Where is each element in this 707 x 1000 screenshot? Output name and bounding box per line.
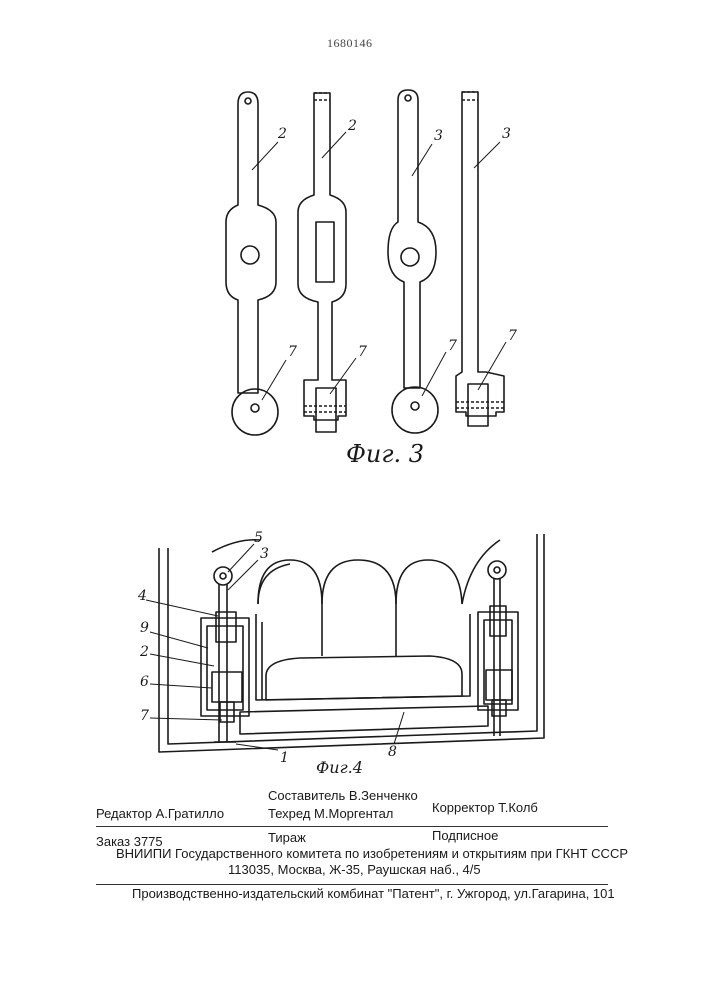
lever-2-front: [226, 92, 278, 435]
corrector: Корректор Т.Колб: [432, 800, 538, 815]
label-6: 6: [140, 674, 149, 690]
label-9: 9: [140, 620, 149, 636]
lever-3-front: [388, 90, 438, 433]
figure-4-caption: Фиг.4: [316, 758, 363, 777]
subscription: Подписное: [432, 828, 498, 843]
divider: [96, 826, 608, 827]
base-platform: [240, 706, 488, 734]
label-2: 2: [277, 126, 287, 142]
figure-4: [146, 534, 544, 752]
label-7b: 7: [358, 344, 367, 360]
label-2: 2: [139, 644, 149, 660]
left-lever-assembly: [201, 567, 249, 742]
label-7: 7: [140, 708, 149, 724]
label-7a: 7: [288, 344, 297, 360]
editor: Редактор А.Гратилло: [96, 806, 224, 821]
divider: [96, 884, 608, 885]
vniipi: ВНИИПИ Государственного комитета по изоб…: [116, 846, 628, 861]
label-7d: 7: [508, 328, 517, 344]
label-8: 8: [388, 744, 397, 760]
label-3b: 3: [502, 126, 511, 142]
address: 113035, Москва, Ж-35, Раушская наб., 4/5: [228, 862, 481, 877]
label-2b: 2: [347, 118, 357, 134]
label-1: 1: [280, 750, 289, 766]
label-3: 3: [434, 128, 443, 144]
publisher: Производственно-издательский комбинат "П…: [132, 886, 615, 901]
techred: Техред М.Моргентал: [268, 806, 393, 821]
label-7c: 7: [448, 338, 457, 354]
label-3: 3: [260, 546, 269, 562]
circulation: Тираж: [268, 830, 306, 845]
figure-3: [226, 90, 506, 435]
label-4: 4: [137, 588, 147, 604]
figure-3-caption: Фиг. 3: [346, 440, 424, 468]
label-5: 5: [254, 530, 263, 546]
fig4-leaders: [146, 544, 404, 750]
tub-walls: [159, 534, 544, 752]
lever-3-side: [456, 92, 504, 426]
compiler: Составитель В.Зенченко: [268, 788, 418, 803]
fig3-labels: 2 2 3 3 7 7 7 7: [277, 118, 517, 360]
right-lever-assembly: [478, 561, 518, 736]
